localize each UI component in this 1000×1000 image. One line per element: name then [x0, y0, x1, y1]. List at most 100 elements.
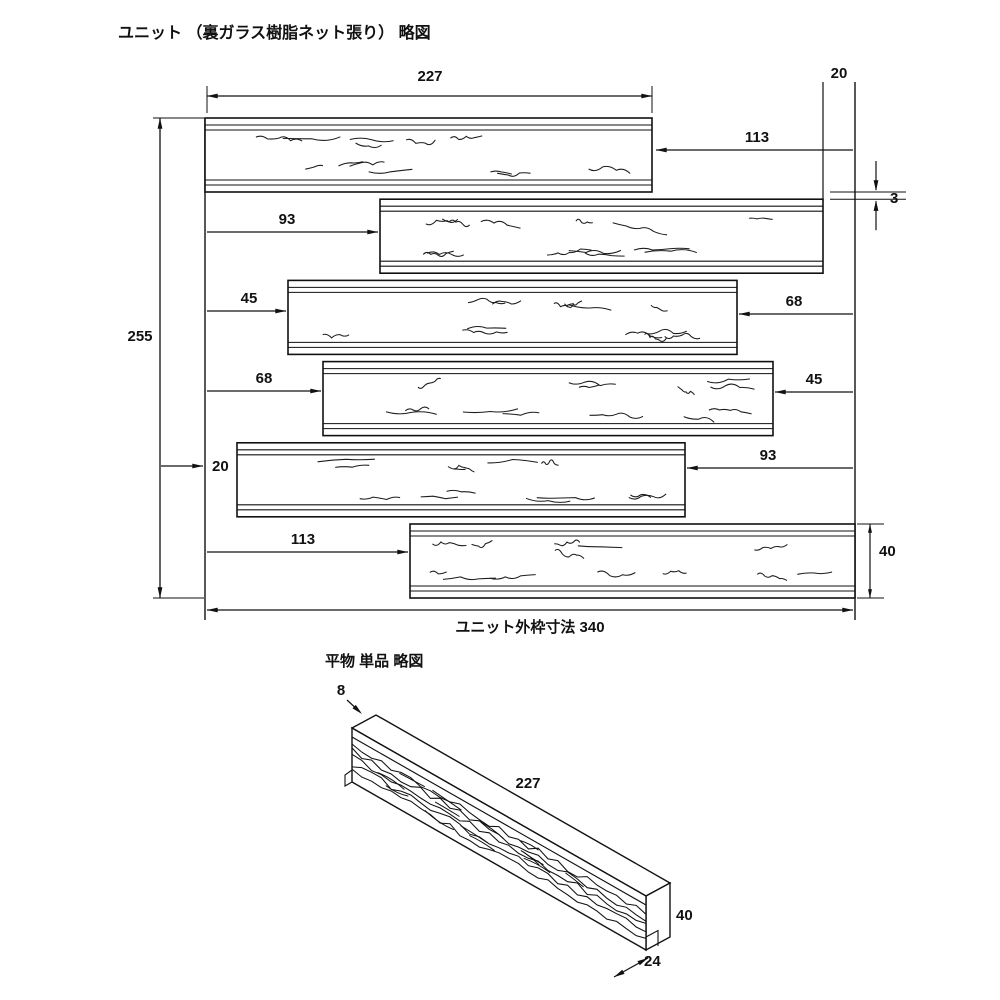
grain-squiggle [664, 332, 701, 340]
face-texture-line [351, 768, 647, 939]
grain-squiggle [754, 543, 788, 551]
grain-squiggle [554, 539, 581, 547]
grain-squiggle [525, 497, 571, 503]
dim-length-227: 227 [515, 775, 540, 792]
face-texture-line [351, 736, 647, 906]
grain-squiggle [349, 161, 385, 167]
face-texture-stroke [523, 857, 551, 874]
grain-squiggle [662, 570, 687, 575]
plank-row-6 [409, 523, 856, 599]
grain-squiggle [706, 378, 750, 384]
face-texture-stroke [399, 772, 426, 788]
face-texture-stroke [520, 849, 540, 866]
face-texture-line [351, 753, 647, 924]
grain-squiggle [536, 497, 595, 501]
unit-diagram-title: ユニット （裏ガラス樹脂ネット張り） 略図 [118, 23, 431, 42]
dim-left-68: 68 [256, 370, 273, 387]
grain-squiggle [355, 142, 382, 149]
grain-squiggle [645, 328, 688, 335]
dim-right-68: 68 [786, 293, 803, 310]
plank-front-face [351, 726, 647, 952]
grain-squiggle [644, 249, 697, 254]
grain-squiggle [756, 572, 788, 582]
grain-squiggle [282, 136, 341, 141]
end-profile-line [344, 769, 353, 787]
grain-squiggle [489, 574, 536, 580]
dim-width-227: 227 [417, 68, 442, 85]
arrowhead [739, 311, 750, 317]
grain-squiggle [568, 249, 622, 255]
grain-squiggle [568, 380, 616, 387]
grain-squiggle [496, 172, 531, 177]
grain-squiggle [462, 329, 508, 335]
grain-squiggle [564, 300, 583, 308]
grain-squiggle [322, 333, 350, 339]
grain-squiggle [368, 168, 413, 174]
grain-squiggle [420, 495, 459, 500]
grain-squiggle [541, 459, 559, 466]
grain-squiggle [708, 408, 752, 415]
face-texture-stroke [469, 834, 495, 852]
grain-squiggle [450, 135, 483, 140]
face-texture-stroke [520, 840, 539, 851]
grain-squiggle [446, 489, 476, 494]
plank-row-4 [322, 360, 774, 437]
dim-left-113: 113 [291, 531, 315, 548]
face-texture-stroke [565, 872, 584, 888]
dim-top-offset-20: 20 [831, 65, 848, 82]
grain-squiggle [447, 466, 466, 471]
grain-squiggle [625, 331, 663, 339]
grain-squiggle [553, 302, 574, 308]
plank-row-2 [379, 198, 824, 274]
grain-squiggle [429, 570, 447, 575]
dim-left-20: 20 [212, 458, 229, 475]
dim-bottom-width-24: 24 [644, 953, 661, 970]
arrowhead [868, 589, 872, 598]
dim-right-113: 113 [745, 129, 769, 146]
grain-squiggle [359, 496, 401, 501]
dim-right-45: 45 [806, 371, 823, 388]
grain-squiggle [453, 464, 475, 473]
face-texture-stroke [377, 772, 405, 790]
grain-squiggle [305, 164, 324, 170]
arrowhead [868, 524, 872, 533]
grain-squiggle [462, 408, 519, 414]
dim-left-45: 45 [241, 290, 258, 307]
grain-squiggle [612, 222, 668, 236]
arrowhead [192, 463, 203, 469]
plank-row-1 [204, 117, 653, 193]
grain-squiggle [710, 383, 755, 390]
grain-squiggle [584, 252, 625, 257]
grain-squiggle [546, 248, 592, 256]
face-texture-stroke [424, 810, 455, 831]
arrowhead [775, 389, 786, 395]
dim-left-93: 93 [279, 211, 296, 228]
grain-squiggle [471, 539, 493, 549]
dim-right-93: 93 [760, 447, 777, 464]
grain-squiggle [317, 458, 375, 463]
grain-squiggle [487, 458, 538, 464]
dim-height-40: 40 [676, 907, 693, 924]
grain-squiggle [480, 219, 521, 229]
arrowhead [873, 200, 879, 211]
arrowhead [367, 229, 378, 235]
dim-height-255: 255 [127, 328, 152, 345]
grain-squiggle [335, 464, 370, 468]
grain-squiggle [597, 570, 636, 578]
arrowhead [873, 180, 879, 191]
grain-squiggle [589, 412, 644, 419]
arrowhead [157, 118, 163, 129]
arrowhead [637, 958, 648, 966]
grain-squiggle [425, 218, 459, 226]
dim-piece-height-40: 40 [879, 543, 896, 560]
arrowhead [207, 93, 218, 99]
face-texture-line [351, 766, 647, 933]
grain-squiggle [441, 218, 470, 228]
arrowhead [207, 607, 218, 613]
grain-squiggle [749, 217, 773, 220]
arrowhead [157, 587, 163, 598]
plank-row-5 [236, 441, 686, 518]
